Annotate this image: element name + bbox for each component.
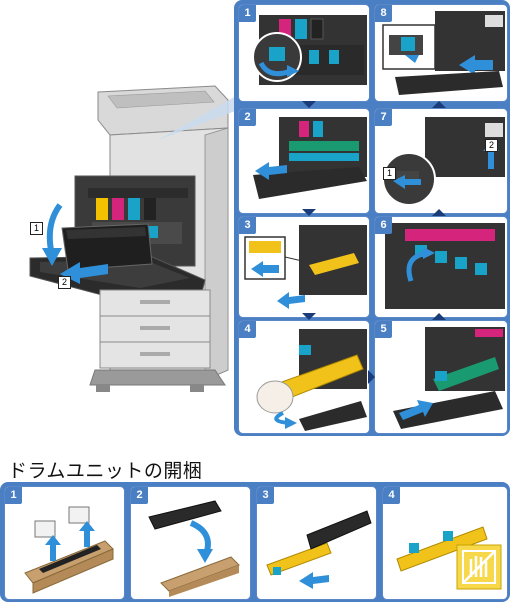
unpack-step-2-badge: 2 [131,487,148,504]
callout-2: 2 [58,276,71,289]
step-7-badge: 7 [375,109,392,126]
step-1-badge: 1 [239,5,256,22]
insert-drum-icon [256,329,367,431]
unpack-step-3-panel: 3 [256,486,377,600]
step-8-badge: 8 [375,5,392,22]
step-7-panel: 7 1 2 [374,108,508,214]
unpack-step-2-panel: 2 [130,486,251,600]
rotate-lever-icon [252,15,367,85]
section-title: ドラムユニットの開梱 [8,460,203,482]
callout-1: 1 [30,222,43,235]
rotate-lever-icon [385,223,505,309]
step-3-badge: 3 [239,217,256,234]
lock-lever-icon [382,11,505,95]
copier-illustration [0,80,240,400]
step-2-badge: 2 [239,109,256,126]
unpack-step-4-badge: 4 [383,487,400,504]
close-cover-icon [382,117,505,206]
remove-cover-icon [266,510,372,589]
unpack-step-3-badge: 3 [257,487,274,504]
step-6-panel: 6 [374,216,508,318]
step-2-panel: 2 [238,108,370,214]
unpack-step-1-badge: 1 [5,487,22,504]
pull-out-icon [253,117,367,199]
step-8-panel: 8 [374,4,508,102]
step-4-badge: 4 [239,321,256,338]
step-6-badge: 6 [375,217,392,234]
flow-arrows [234,0,510,436]
step-4-panel: 4 [238,320,370,434]
step-1-panel: 1 [238,4,370,102]
unpack-step-4-panel: 4 [382,486,508,600]
remove-caps-icon [24,506,114,594]
unpack-step-1-panel: 1 [4,486,125,600]
push-in-icon [393,327,505,429]
step-5-badge: 5 [375,321,392,338]
step-7-callout-2: 2 [485,139,498,152]
remove-unit-icon [244,225,367,309]
lift-drum-icon [148,500,240,597]
step-7-callout-1: 1 [383,167,396,180]
step-5-panel: 5 [374,320,508,434]
zoom-wedge [140,0,240,140]
do-not-touch-icon [396,526,502,590]
step-3-panel: 3 [238,216,370,318]
